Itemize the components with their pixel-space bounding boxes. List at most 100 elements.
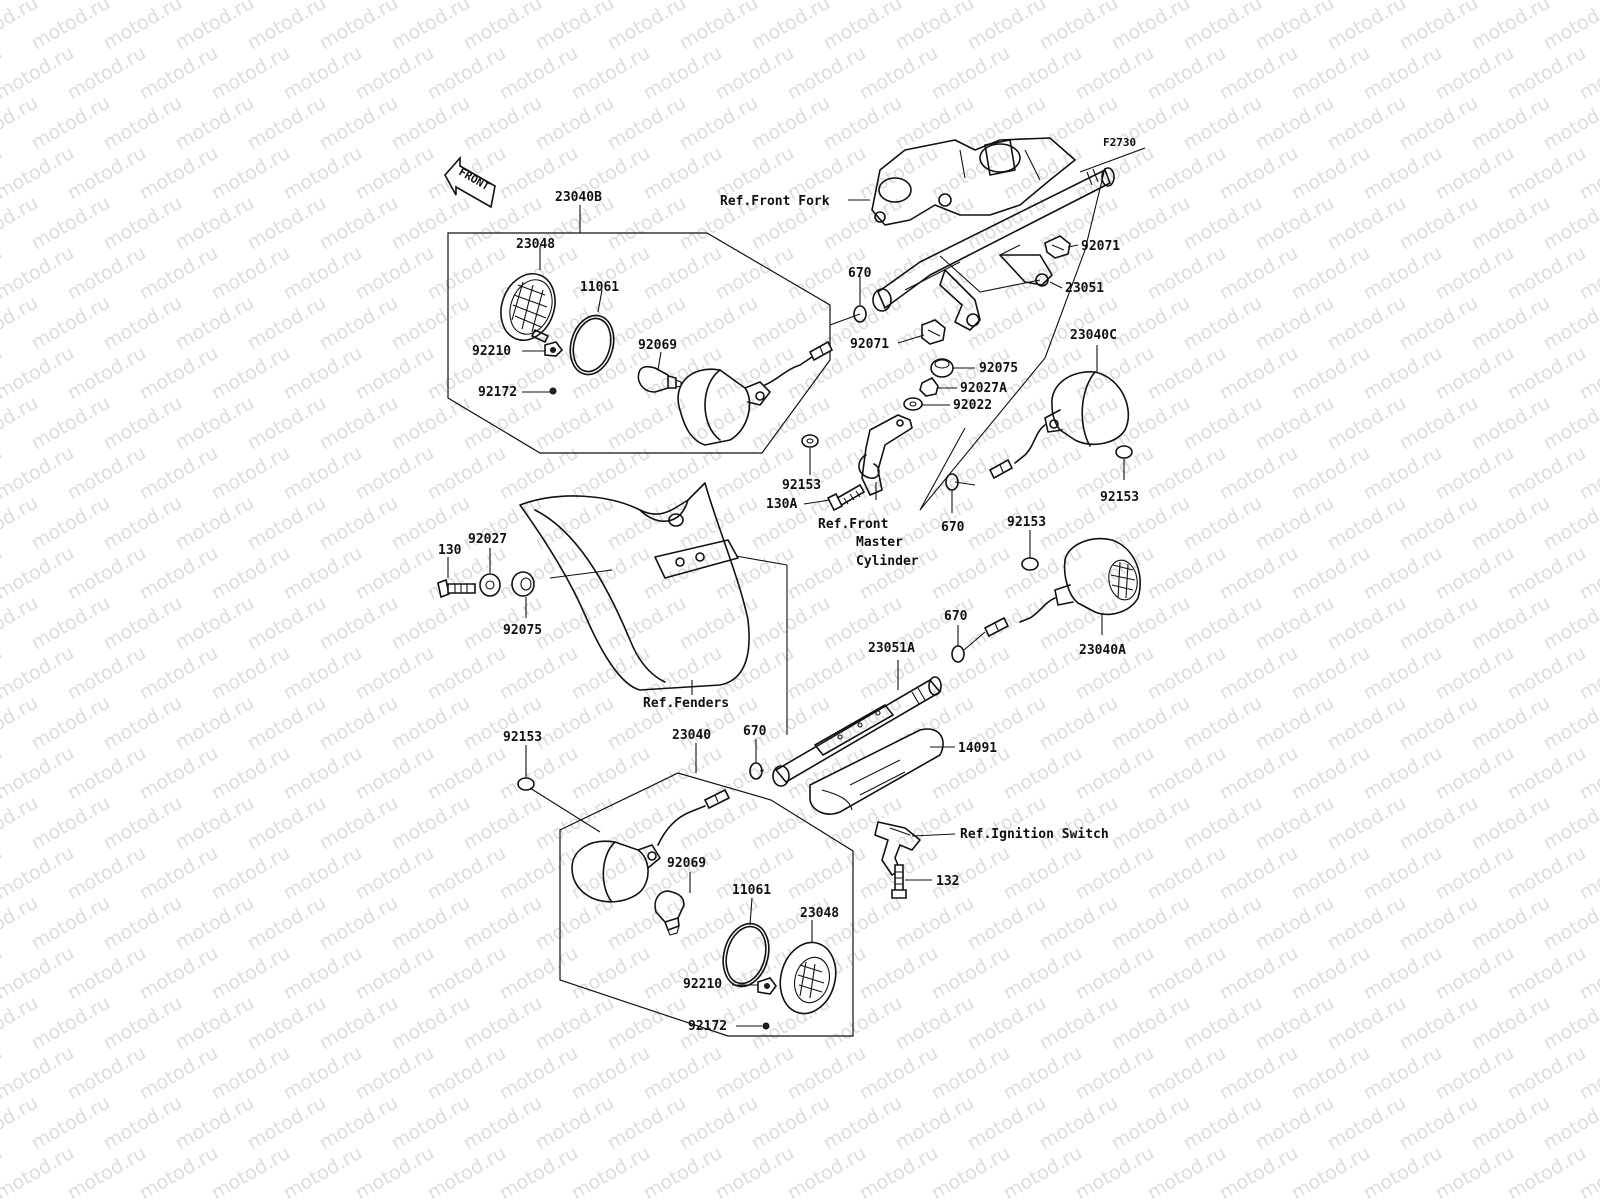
- watermark-text: motod.ru: [640, 42, 726, 105]
- watermark-text: motod.ru: [244, 392, 330, 455]
- label-92027A: 92027A: [960, 381, 1007, 396]
- watermark-text: motod.ru: [1000, 442, 1086, 505]
- watermark-text: motod.ru: [1000, 942, 1086, 1005]
- label-130A: 130A: [766, 497, 797, 512]
- watermark-text: motod.ru: [892, 792, 978, 855]
- bolt-132: [891, 864, 907, 899]
- watermark-text: motod.ru: [316, 592, 402, 655]
- watermark-text: motod.ru: [1432, 842, 1518, 905]
- watermark-text: motod.ru: [856, 142, 942, 205]
- watermark-text: motod.ru: [1288, 542, 1374, 605]
- watermark-text: motod.ru: [208, 1142, 294, 1200]
- watermark-text: motod.ru: [1216, 442, 1302, 505]
- watermark-text: motod.ru: [424, 842, 510, 905]
- watermark-text: motod.ru: [568, 742, 654, 805]
- watermark-text: motod.ru: [1324, 92, 1410, 155]
- turn-signal-23040C: [988, 371, 1130, 480]
- watermark-text: motod.ru: [424, 1042, 510, 1105]
- watermark-text: motod.ru: [208, 42, 294, 105]
- watermark-text: motod.ru: [64, 42, 150, 105]
- watermark-text: motod.ru: [100, 892, 186, 955]
- watermark-text: motod.ru: [856, 542, 942, 605]
- watermark-text: motod.ru: [1000, 1142, 1086, 1200]
- watermark-text: motod.ru: [1396, 92, 1482, 155]
- label-92172-lower: 92172: [688, 1019, 727, 1034]
- watermark-text: motod.ru: [1216, 142, 1302, 205]
- watermark-text: motod.ru: [1504, 242, 1590, 305]
- group-outline-23040: [559, 772, 854, 1037]
- watermark-text: motod.ru: [1396, 392, 1482, 455]
- watermark-text: motod.ru: [1000, 1042, 1086, 1105]
- watermark-text: motod.ru: [1144, 542, 1230, 605]
- watermark-text: motod.ru: [1324, 492, 1410, 555]
- watermark-text: motod.ru: [928, 1142, 1014, 1200]
- watermark-text: motod.ru: [280, 542, 366, 605]
- watermark-text: motod.ru: [1000, 542, 1086, 605]
- watermark-text: motod.ru: [280, 742, 366, 805]
- watermark-text: motod.ru: [460, 792, 546, 855]
- watermark-text: motod.ru: [1468, 492, 1554, 555]
- label-92027: 92027: [468, 532, 507, 547]
- watermark-text: motod.ru: [1180, 192, 1266, 255]
- watermark-text: motod.ru: [964, 892, 1050, 955]
- watermark-text: motod.ru: [1252, 192, 1338, 255]
- watermark-text: motod.ru: [1180, 792, 1266, 855]
- watermark-text: motod.ru: [1144, 42, 1230, 105]
- watermark-text: motod.ru: [1180, 292, 1266, 355]
- watermark-text: motod.ru: [64, 242, 150, 305]
- watermark-text: motod.ru: [964, 792, 1050, 855]
- watermark-text: motod.ru: [424, 542, 510, 605]
- watermark-text: motod.ru: [1324, 192, 1410, 255]
- watermark-text: motod.ru: [1288, 1142, 1374, 1200]
- watermark-text: motod.ru: [1396, 792, 1482, 855]
- watermark-text: motod.ru: [1216, 842, 1302, 905]
- label-14091: 14091: [958, 741, 997, 756]
- watermark-text: motod.ru: [100, 392, 186, 455]
- watermark-text: motod.ru: [568, 642, 654, 705]
- screw-92172-lower: [762, 1022, 770, 1030]
- screw-cap-92153-b: [1115, 445, 1133, 459]
- watermark-text: motod.ru: [856, 1142, 942, 1200]
- watermark-text: motod.ru: [280, 642, 366, 705]
- watermark-text: motod.ru: [316, 92, 402, 155]
- watermark-text: motod.ru: [1396, 292, 1482, 355]
- watermark-text: motod.ru: [316, 292, 402, 355]
- watermark-text: motod.ru: [1468, 592, 1554, 655]
- label-ref-front-fork: Ref.Front Fork: [720, 194, 830, 209]
- watermark-text: motod.ru: [1504, 342, 1590, 405]
- watermark-text: motod.ru: [928, 842, 1014, 905]
- watermark-text: motod.ru: [100, 792, 186, 855]
- watermark-text: motod.ru: [28, 392, 114, 455]
- watermark-text: motod.ru: [1144, 942, 1230, 1005]
- watermark-text: motod.ru: [172, 292, 258, 355]
- watermark-text: motod.ru: [388, 892, 474, 955]
- watermark-text: motod.ru: [1360, 42, 1446, 105]
- watermark-text: motod.ru: [1360, 542, 1446, 605]
- watermark-text: motod.ru: [172, 692, 258, 755]
- collar-92027A: [919, 376, 939, 397]
- watermark-text: motod.ru: [136, 642, 222, 705]
- watermark-text: motod.ru: [136, 342, 222, 405]
- watermark-text: motod.ru: [784, 642, 870, 705]
- watermark-text: motod.ru: [532, 392, 618, 455]
- label-23048-lower: 23048: [800, 906, 839, 921]
- watermark-text: motod.ru: [1468, 692, 1554, 755]
- label-23051A: 23051A: [868, 641, 915, 656]
- watermark-text: motod.ru: [1324, 1092, 1410, 1155]
- front-fork-bracket: [871, 137, 1076, 226]
- group-outline-23040B: [447, 232, 831, 454]
- watermark-text: motod.ru: [244, 592, 330, 655]
- watermark-text: motod.ru: [1288, 1042, 1374, 1105]
- watermark-text: motod.ru: [136, 442, 222, 505]
- watermark-text: motod.ru: [208, 542, 294, 605]
- watermark-text: motod.ru: [388, 192, 474, 255]
- watermark-text: motod.ru: [1504, 642, 1590, 705]
- watermark-text: motod.ru: [1432, 942, 1518, 1005]
- watermark-text: motod.ru: [280, 842, 366, 905]
- watermark-text: motod.ru: [856, 942, 942, 1005]
- watermark-text: motod.ru: [64, 442, 150, 505]
- watermark-text: motod.ru: [640, 742, 726, 805]
- watermark-text: motod.ru: [496, 842, 582, 905]
- watermark-text: motod.ru: [424, 642, 510, 705]
- watermark-text: motod.ru: [820, 392, 906, 455]
